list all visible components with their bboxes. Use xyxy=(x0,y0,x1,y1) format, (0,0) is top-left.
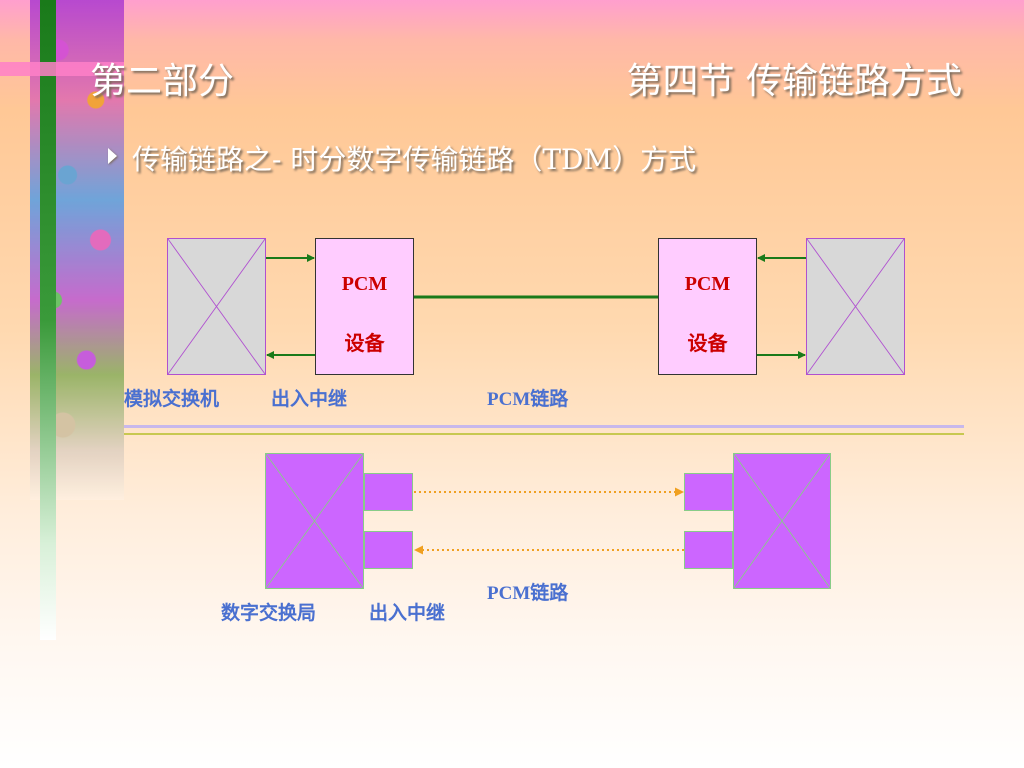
pcm-device-right-line1: PCM xyxy=(684,273,731,295)
analog-switch-right xyxy=(806,238,905,375)
label-digital-exchange: 数字交换局 xyxy=(221,603,317,624)
label-pcm-link-top: PCM链路 xyxy=(487,389,569,410)
trunk-port-left-top xyxy=(364,473,413,511)
trunk-port-right-top xyxy=(684,473,733,511)
digital-exchange-left xyxy=(265,453,364,589)
bullet-text: 传输链路之- 时分数字传输链路（TDM）方式 xyxy=(132,143,697,176)
label-trunk-top: 出入中继 xyxy=(271,389,348,410)
decorative-pink-bar xyxy=(0,62,124,76)
separator-line-secondary xyxy=(124,433,964,435)
section-title: 第二部分 xyxy=(90,61,235,102)
pcm-device-left: PCM 设备 xyxy=(315,238,414,375)
digital-exchange-right xyxy=(733,453,831,589)
decorative-green-bar xyxy=(40,0,56,640)
trunk-port-right-bottom xyxy=(684,531,733,569)
analog-switch-left xyxy=(167,238,266,375)
separator-line xyxy=(124,425,964,428)
trunk-port-left-bottom xyxy=(364,531,413,569)
bullet-arrow-icon xyxy=(108,148,117,164)
page-title: 第四节 传输链路方式 xyxy=(626,61,962,102)
label-trunk-bottom: 出入中继 xyxy=(369,603,446,624)
pcm-device-right: PCM 设备 xyxy=(658,238,757,375)
pcm-device-left-line2: 设备 xyxy=(344,333,385,355)
pcm-device-left-line1: PCM xyxy=(341,273,388,295)
label-pcm-link-bottom: PCM链路 xyxy=(487,583,569,604)
label-analog-switch: 模拟交换机 xyxy=(124,389,220,410)
pcm-device-right-line2: 设备 xyxy=(687,333,728,355)
